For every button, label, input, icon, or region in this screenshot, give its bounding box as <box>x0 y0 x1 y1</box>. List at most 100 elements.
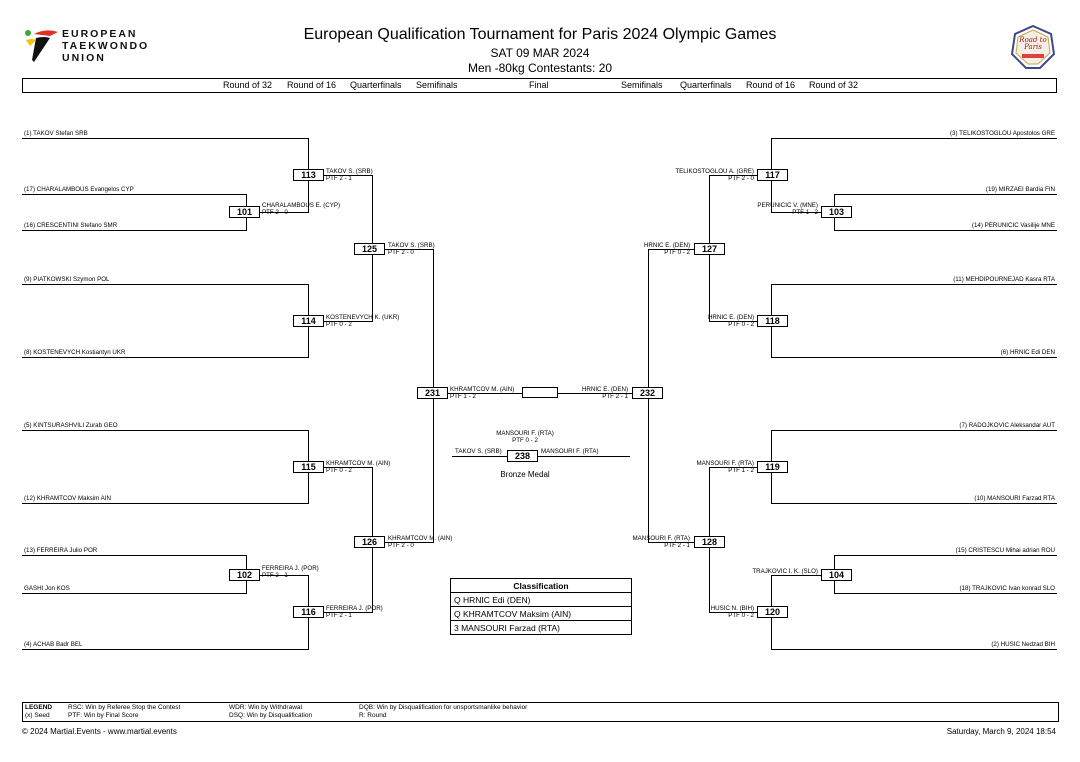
match-winner-119: MANSOURI F. (RTA)PTF 1 - 2 <box>696 460 754 474</box>
bronze-right-name: MANSOURI F. (RTA) <box>541 448 599 455</box>
left-entry: (1) TAKOV Stefan SRB <box>24 130 88 137</box>
match-box-119[interactable]: 119 <box>757 461 788 473</box>
match-box-128[interactable]: 128 <box>694 536 725 548</box>
match-winner-231: KHRAMTCOV M. (AIN)PTF 1 - 2 <box>450 386 514 400</box>
winner-name: MANSOURI F. (RTA) <box>696 460 754 467</box>
legend-wdr: WDR: Win by Withdrawal <box>229 704 302 711</box>
classification-table: Classification Q HRNIC Edi (DEN) Q KHRAM… <box>450 578 632 635</box>
round-header-r16: Round of 16 <box>746 80 796 90</box>
left-entry: GASHI Jon KOS <box>24 585 70 592</box>
legend-round: R: Round <box>359 712 387 719</box>
rounds-band-right <box>1056 78 1057 93</box>
match-winner-125: TAKOV S. (SRB)PTF 2 - 0 <box>388 242 435 256</box>
olympic-badge-icon <box>1010 24 1056 69</box>
match-winner-126: KHRAMTCOV M. (AIN)PTF 2 - 0 <box>388 535 452 549</box>
left-entry: (17) CHARALAMBOUS Evangelos CYP <box>24 186 134 193</box>
winner-score: PTF 2 - 1 <box>326 612 352 619</box>
match-box-126[interactable]: 126 <box>354 536 385 548</box>
winner-name: HRNIC E. (DEN) <box>707 314 754 321</box>
winner-name: KHRAMTCOV M. (AIN) <box>450 386 515 393</box>
match-box-101[interactable]: 101 <box>229 206 260 218</box>
page-title: European Qualification Tournament for Pa… <box>303 26 777 43</box>
match-box-104[interactable]: 104 <box>821 569 852 581</box>
winner-name: TAKOV S. (SRB) <box>388 242 435 249</box>
match-box-114[interactable]: 114 <box>293 315 324 327</box>
match-box-116[interactable]: 116 <box>293 606 324 618</box>
right-entry: (19) MIRZAEI Bardia FIN <box>985 186 1055 193</box>
winner-name: HUSIC N. (BIH) <box>710 605 754 612</box>
match-box-115[interactable]: 115 <box>293 461 324 473</box>
left-entry: (16) CRESCENTINI Stefano SMR <box>24 222 118 229</box>
match-box-125[interactable]: 125 <box>354 243 385 255</box>
winner-name: TRAJKOVIC I. K. (SLO) <box>752 568 818 575</box>
print-timestamp: Saturday, March 9, 2024 18:54 <box>946 727 1056 736</box>
match-box-127[interactable]: 127 <box>694 243 725 255</box>
right-entry: (15) CRISTESCU Mihai adrian ROU <box>955 547 1055 554</box>
match-box-120[interactable]: 120 <box>757 606 788 618</box>
classification-row: Q HRNIC Edi (DEN) <box>450 592 632 607</box>
legend-dqb: DQB: Win by Disqualification for unsport… <box>359 704 528 711</box>
winner-score: PTF 2 - 1 <box>602 393 628 400</box>
right-entry: (10) MANSOURI Farzad RTA <box>974 495 1055 502</box>
winner-name: FERREIRA J. (POR) <box>326 605 383 612</box>
round-header-r32: Round of 32 <box>809 80 859 90</box>
match-box-231[interactable]: 231 <box>417 387 448 399</box>
match-box-118[interactable]: 118 <box>757 315 788 327</box>
winner-score: PTF 1 - 2 <box>450 393 476 400</box>
bronze-left-name: TAKOV S. (SRB) <box>455 448 502 455</box>
left-entry: (13) FERREIRA Julio POR <box>24 547 98 554</box>
match-box-102[interactable]: 102 <box>229 569 260 581</box>
rounds-band-left <box>22 78 23 93</box>
match-winner-115: KHRAMTCOV M. (AIN)PTF 0 - 2 <box>326 460 390 474</box>
winner-name: HRNIC E. (DEN) <box>643 242 690 249</box>
match-winner-102: FERREIRA J. (POR)PTF 2 - 1 <box>262 565 319 579</box>
right-entry: (7) RADOJKOVIC Aleksandar AUT <box>959 422 1055 429</box>
round-header-rqf: Quarterfinals <box>680 80 732 90</box>
winner-score: PTF 0 - 2 <box>326 467 352 474</box>
match-box-117[interactable]: 117 <box>757 169 788 181</box>
match-winner-117: TELIKOSTOGLOU A. (GRE)PTF 2 - 0 <box>675 168 754 182</box>
winner-name: KOSTENEVYCH K. (UKR) <box>326 314 400 321</box>
match-winner-116: FERREIRA J. (POR)PTF 2 - 1 <box>326 605 383 619</box>
right-entry: (18) TRAJKOVIC Ivan konrad SLO <box>959 585 1056 592</box>
winner-name: CHARALAMBOUS E. (CYP) <box>262 202 341 209</box>
right-entry: (2) HUSIC Nedzad BIH <box>991 641 1055 648</box>
match-winner-101: CHARALAMBOUS E. (CYP)PTF 2 - 0 <box>262 202 340 216</box>
left-entry: (12) KHRAMTCOV Maksim AIN <box>24 495 111 502</box>
final-result-box <box>522 387 558 398</box>
match-winner-113: TAKOV S. (SRB)PTF 2 - 1 <box>326 168 373 182</box>
match-box-103[interactable]: 103 <box>821 206 852 218</box>
legend-seed: (x) Seed <box>25 712 50 719</box>
legend-rsc: RSC: Win by Referee Stop the Contest <box>68 704 181 711</box>
winner-name: MANSOURI F. (RTA) <box>632 535 690 542</box>
left-entry: (5) KINTSURASHVILI Zurab GEO <box>24 422 118 429</box>
left-entry: (4) ACHAB Badr BEL <box>24 641 83 648</box>
bronze-winner: MANSOURI F. (RTA)PTF 0 - 2 <box>490 430 560 444</box>
winner-score: PTF 2 - 0 <box>388 249 414 256</box>
match-box-113[interactable]: 113 <box>293 169 324 181</box>
taekwondo-logo-icon <box>25 30 58 62</box>
round-header-final: Final <box>529 80 549 90</box>
rounds-band-bottom <box>22 92 1057 93</box>
match-winner-120: HUSIC N. (BIH)PTF 0 - 2 <box>711 605 754 619</box>
bronze-medal-label: Bronze Medal <box>500 470 550 479</box>
logo <box>20 26 60 66</box>
winner-score: PTF 0 - 2 <box>326 321 352 328</box>
winner-score: PTF 2 - 0 <box>262 209 288 216</box>
right-entry: (14) PERUNICIC Vasilije MNE <box>971 222 1055 229</box>
match-winner-128: MANSOURI F. (RTA)PTF 2 - 1 <box>632 535 690 549</box>
match-box-232[interactable]: 232 <box>632 387 663 399</box>
winner-score: PTF 0 - 2 <box>728 612 754 619</box>
right-entry: (6) HRNIC Edi DEN <box>1000 349 1055 356</box>
classification-row: Q KHRAMTCOV Maksim (AIN) <box>450 606 632 621</box>
winner-name: FERREIRA J. (POR) <box>262 565 319 572</box>
winner-name: KHRAMTCOV M. (AIN) <box>388 535 453 542</box>
winner-score: PTF 2 - 1 <box>664 542 690 549</box>
org-name-line2: TAEKWONDO <box>62 40 150 52</box>
org-name-line3: UNION <box>62 52 106 64</box>
winner-name: HRNIC E. (DEN) <box>581 386 628 393</box>
match-box-238[interactable]: 238 <box>507 450 538 462</box>
classification-row: 3 MANSOURI Farzad (RTA) <box>450 620 632 635</box>
round-header-rsf: Semifinals <box>621 80 663 90</box>
copyright-link[interactable]: © 2024 Martial.Events - www.martial.even… <box>22 727 177 736</box>
